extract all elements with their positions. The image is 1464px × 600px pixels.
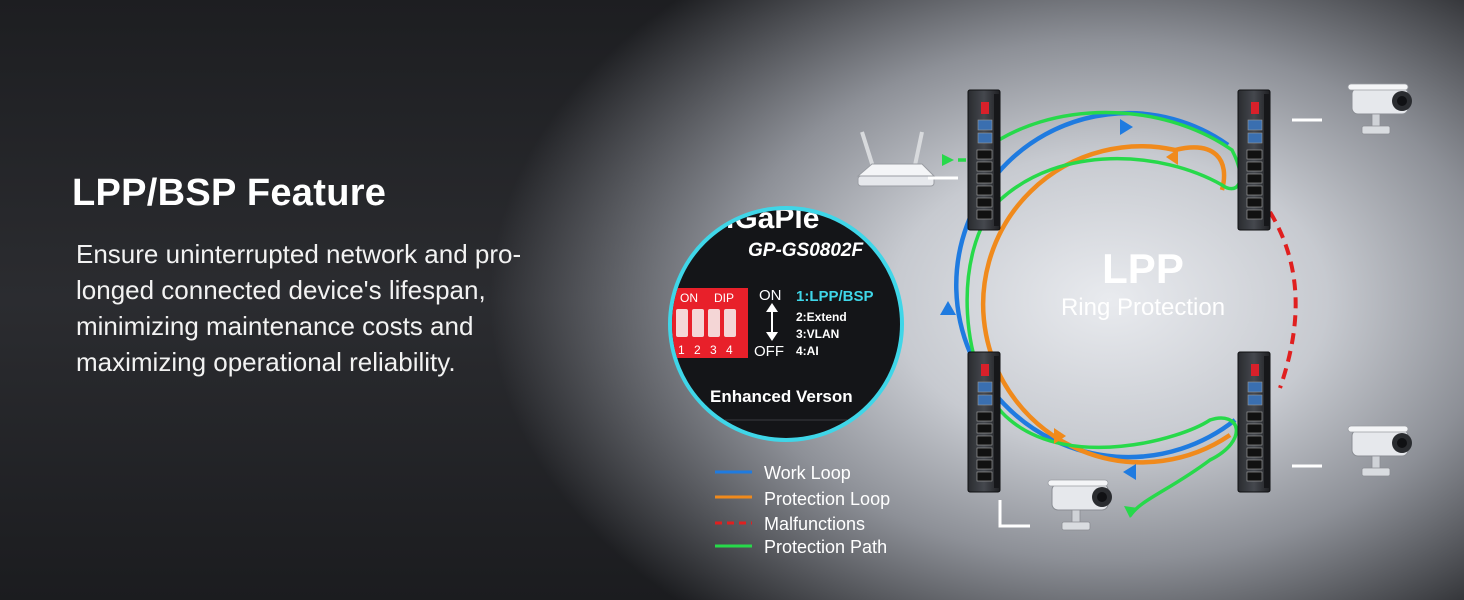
camera-icon: [1347, 425, 1413, 477]
camera-icon: [1047, 479, 1113, 531]
legend: Work Loop Protection Loop Malfunctions P…: [715, 463, 890, 557]
router-icon: [856, 131, 936, 187]
description-line: Ensure uninterrupted network and pro-: [76, 239, 522, 269]
ring-title: LPP: [1102, 245, 1184, 292]
dip-switch: [724, 309, 736, 337]
dip-switch: [676, 309, 688, 337]
dip-switch: [708, 309, 720, 337]
switch-icon: [1237, 351, 1271, 493]
description-line: minimizing maintenance costs and: [76, 311, 474, 341]
link-line: [998, 500, 1030, 528]
legend-label: Work Loop: [764, 463, 851, 483]
switch-icon: [967, 351, 1001, 493]
dip-number: 4: [726, 343, 733, 357]
dip-switch: [692, 309, 704, 337]
legend-label: Protection Path: [764, 537, 887, 557]
arrow-icon: [940, 119, 1178, 518]
mode-vlan: 3:VLAN: [796, 327, 839, 341]
dip-zoom-panel: iGaPle GP-GS0802F ON DIP 1 2 3 4 ON OFF …: [668, 206, 904, 442]
malfunction-segment: [1268, 210, 1298, 389]
legend-label: Protection Loop: [764, 489, 890, 509]
switch-icon: [1237, 89, 1271, 231]
dip-number: 3: [710, 343, 717, 357]
feature-description: Ensure uninterrupted network and pro- lo…: [76, 236, 616, 380]
description-line: longed connected device's lifespan,: [76, 275, 486, 305]
enhanced-version-text: Enhanced Verson: [710, 387, 853, 406]
dip-dip-label: DIP: [714, 291, 734, 305]
protection-loop: [980, 144, 1232, 465]
dip-number: 1: [678, 343, 685, 357]
off-label: OFF: [754, 343, 784, 360]
camera-icon: [1347, 83, 1413, 135]
mode-lpp-bsp: 1:LPP/BSP: [796, 288, 874, 305]
on-label: ON: [759, 287, 782, 304]
protection-path: [958, 110, 1243, 518]
description-line: maximizing operational reliability.: [76, 347, 456, 377]
headline: LPP/BSP Feature: [72, 172, 387, 214]
dip-number: 2: [694, 343, 701, 357]
model-text: GP-GS0802F: [748, 240, 864, 261]
dip-on-label: ON: [680, 291, 698, 305]
up-down-arrow-icon: [766, 303, 778, 341]
mode-ai: 4:AI: [796, 344, 819, 358]
switch-icon: [967, 89, 1001, 231]
ring-subtitle: Ring Protection: [1061, 294, 1225, 321]
mode-extend: 2:Extend: [796, 310, 847, 324]
legend-label: Malfunctions: [764, 514, 865, 534]
